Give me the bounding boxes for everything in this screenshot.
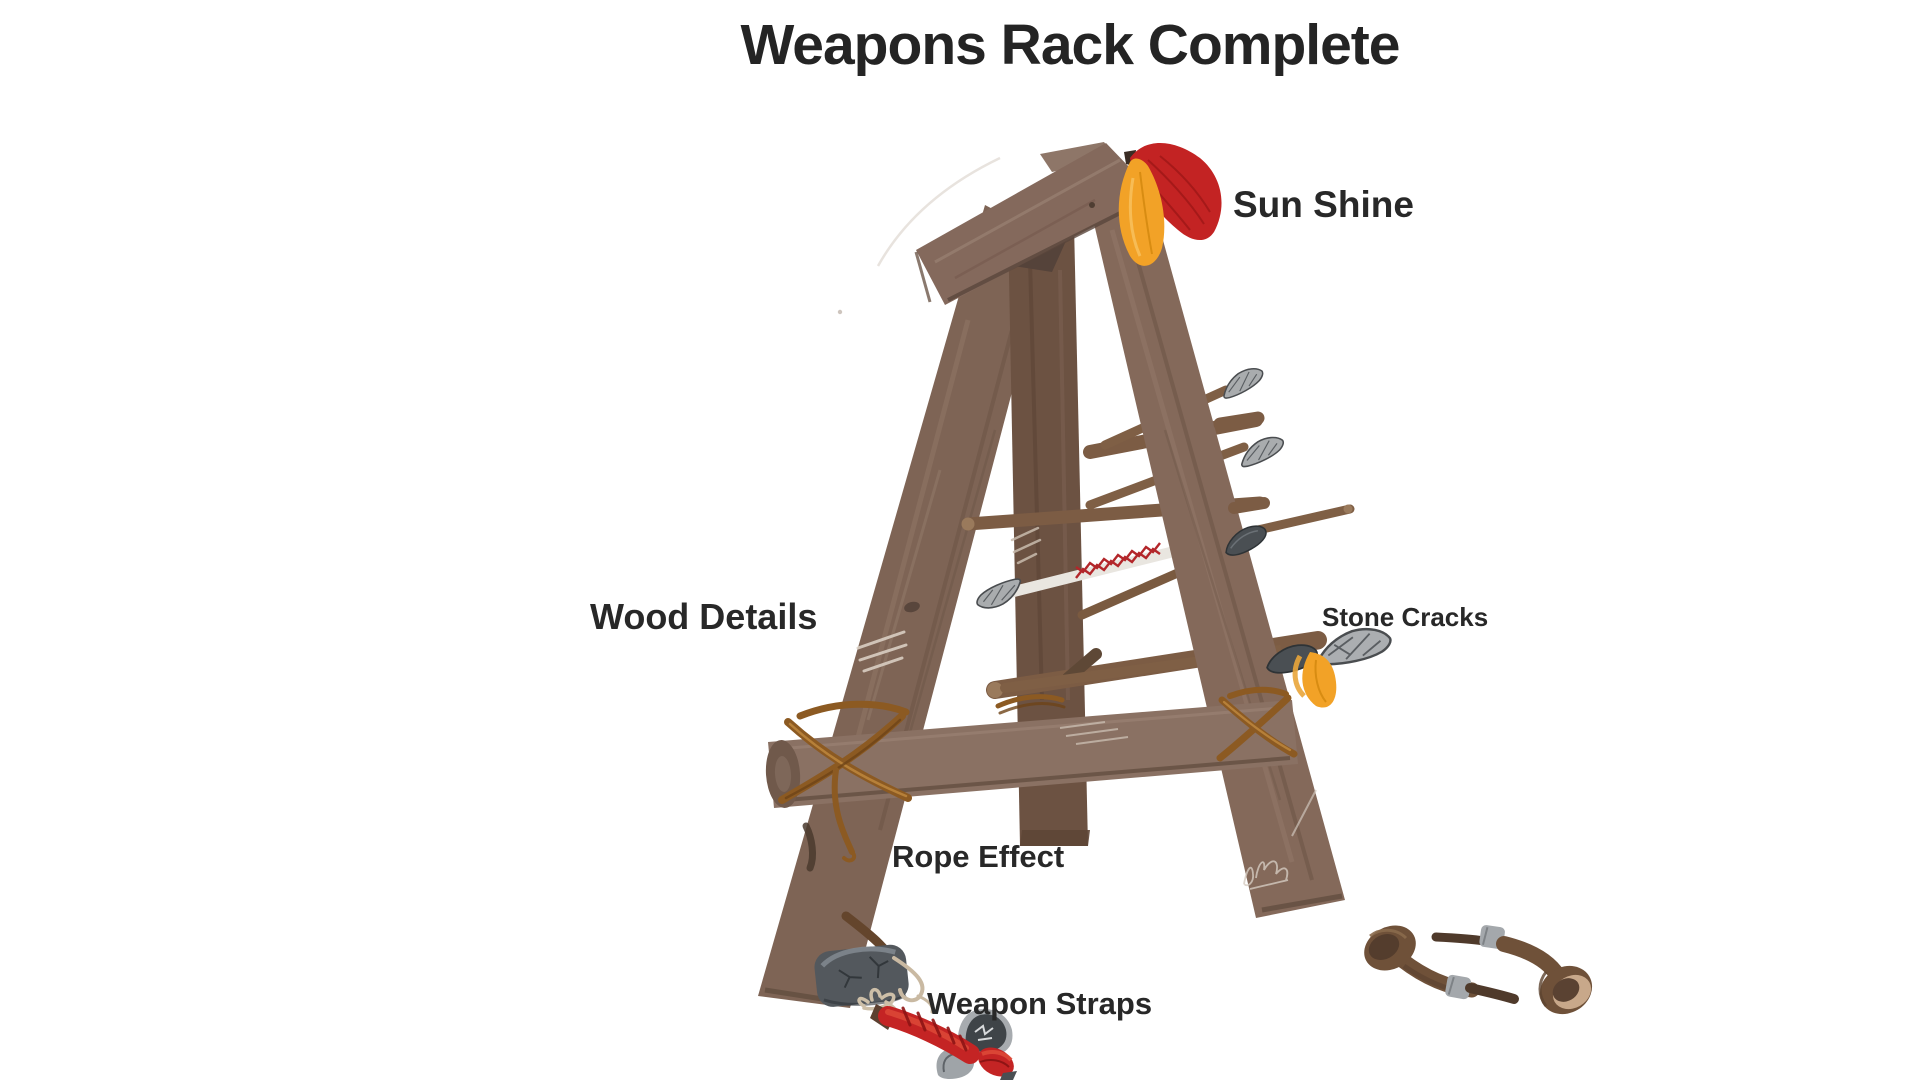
sun-shine-feathers — [1118, 142, 1222, 266]
flint-tip — [976, 578, 1022, 609]
rope-wrap-center — [995, 694, 1066, 715]
club-right — [1431, 925, 1593, 1015]
paint-speck — [837, 309, 843, 315]
red-lacing — [1075, 542, 1161, 574]
rope-lashing-right — [1216, 686, 1298, 762]
orange-feather-small — [1302, 652, 1337, 708]
red-lacing — [1075, 547, 1161, 579]
artist-signature — [1243, 860, 1289, 890]
wood-knot — [1089, 202, 1095, 208]
pommel-spike — [1000, 1071, 1017, 1080]
label-wood-details: Wood Details — [590, 596, 818, 637]
wood-knot — [904, 601, 920, 613]
left-leg — [758, 205, 1052, 1008]
red-wrapped-handle — [878, 1006, 980, 1064]
dark-spear-tip — [1225, 525, 1267, 556]
label-weapon-straps: Weapon Straps — [927, 986, 1153, 1021]
page-title: Weapons Rack Complete — [740, 13, 1401, 77]
top-beam — [914, 142, 1155, 305]
label-stone-cracks: Stone Cracks — [1322, 602, 1489, 632]
flint-tip — [1223, 367, 1264, 399]
wrap-ridges — [901, 1006, 968, 1052]
rope-lashings — [778, 686, 1298, 863]
spear-tips — [1223, 367, 1392, 708]
sketch-line — [876, 156, 1001, 267]
wood-scratch-marks — [1059, 721, 1129, 745]
bottom-crossbar — [765, 700, 1298, 808]
wood-scratch-marks — [856, 630, 908, 673]
label-sun-shine: Sun Shine — [1233, 184, 1414, 225]
stone-maul — [814, 911, 934, 1014]
orange-feather — [1118, 158, 1165, 266]
wood-scratch-marks — [1010, 526, 1042, 565]
stone-crack-lines — [838, 956, 889, 989]
label-rope-effect: Rope Effect — [892, 839, 1065, 874]
wood-knot — [802, 822, 817, 872]
flint-tip — [1240, 436, 1285, 468]
red-wrapped-tomahawk — [857, 987, 1017, 1080]
rope-lashing-left — [778, 700, 912, 863]
right-leg — [1078, 155, 1345, 918]
stone-cracks-spearhead — [1266, 627, 1392, 708]
club-left — [1364, 925, 1519, 1004]
wooden-clubs — [1364, 925, 1593, 1015]
